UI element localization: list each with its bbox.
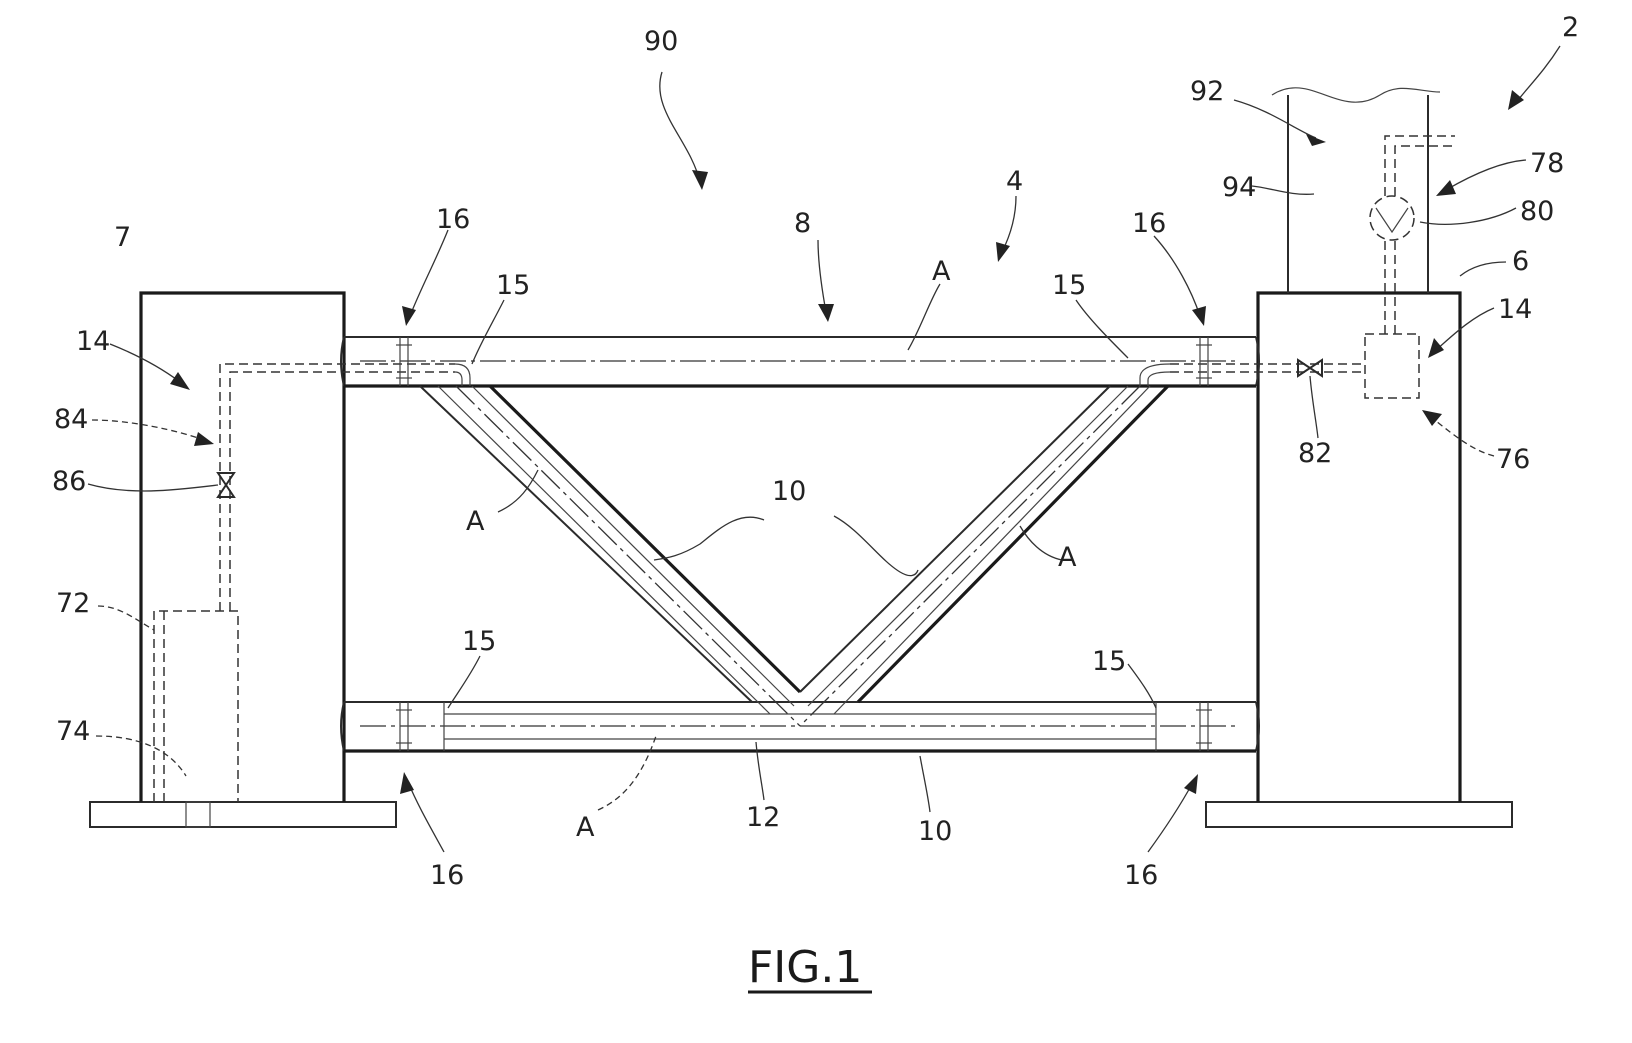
label-16-upper-right: 16 [1132,208,1166,239]
right-support-housing [1258,293,1460,802]
reference-numerals: 90 2 92 94 78 80 6 14 76 82 4 8 A 15 15 … [52,12,1579,891]
pipe-84-outer [220,364,455,611]
label-7: 7 [114,222,131,253]
left-support-base-plate [90,802,396,827]
left-support-housing [141,293,344,802]
label-90: 90 [644,26,678,57]
valve-82 [1298,360,1322,376]
label-78: 78 [1530,148,1564,179]
label-72: 72 [56,588,90,619]
label-80: 80 [1520,196,1554,227]
label-6: 6 [1512,246,1529,277]
label-92: 92 [1190,76,1224,107]
label-76: 76 [1496,444,1530,475]
label-4: 4 [1006,166,1023,197]
label-A-left-diag: A [466,506,485,537]
leader-lines [88,46,1560,852]
left-diagonal-10 [420,386,800,726]
label-15-upper-right: 15 [1052,270,1086,301]
label-A-right-diag: A [1058,542,1077,573]
pump-block-76 [1365,334,1419,398]
label-8: 8 [794,208,811,239]
wall-break-line [1272,88,1440,102]
label-10-left-diag: 10 [772,476,806,507]
figure-title: FIG.1 [748,942,862,993]
label-74: 74 [56,716,90,747]
label-12: 12 [746,802,780,833]
label-16-lower-left: 16 [430,860,464,891]
inner-pipe-15-upper-right [1140,364,1170,386]
label-14-left: 14 [76,326,110,357]
label-10-lower: 10 [918,816,952,847]
pump-80-symbol [1376,208,1408,232]
label-15-upper-left: 15 [496,270,530,301]
label-84: 84 [54,404,88,435]
label-A-lower: A [576,812,595,843]
inner-pipe-15-upper-left [455,364,470,386]
truss-beam [341,337,1259,751]
label-2: 2 [1562,12,1579,43]
label-A-upper: A [932,256,951,287]
right-support-base-plate [1206,802,1512,827]
pump-80 [1370,196,1414,240]
label-14-right: 14 [1498,294,1532,325]
label-15-lower-left: 15 [462,626,496,657]
label-86: 86 [52,466,86,497]
label-82: 82 [1298,438,1332,469]
left-base-opening-74 [186,802,210,827]
tank-72 [154,611,238,802]
label-94: 94 [1222,172,1256,203]
label-15-lower-right: 15 [1092,646,1126,677]
label-16-upper-left: 16 [436,204,470,235]
label-16-lower-right: 16 [1124,860,1158,891]
